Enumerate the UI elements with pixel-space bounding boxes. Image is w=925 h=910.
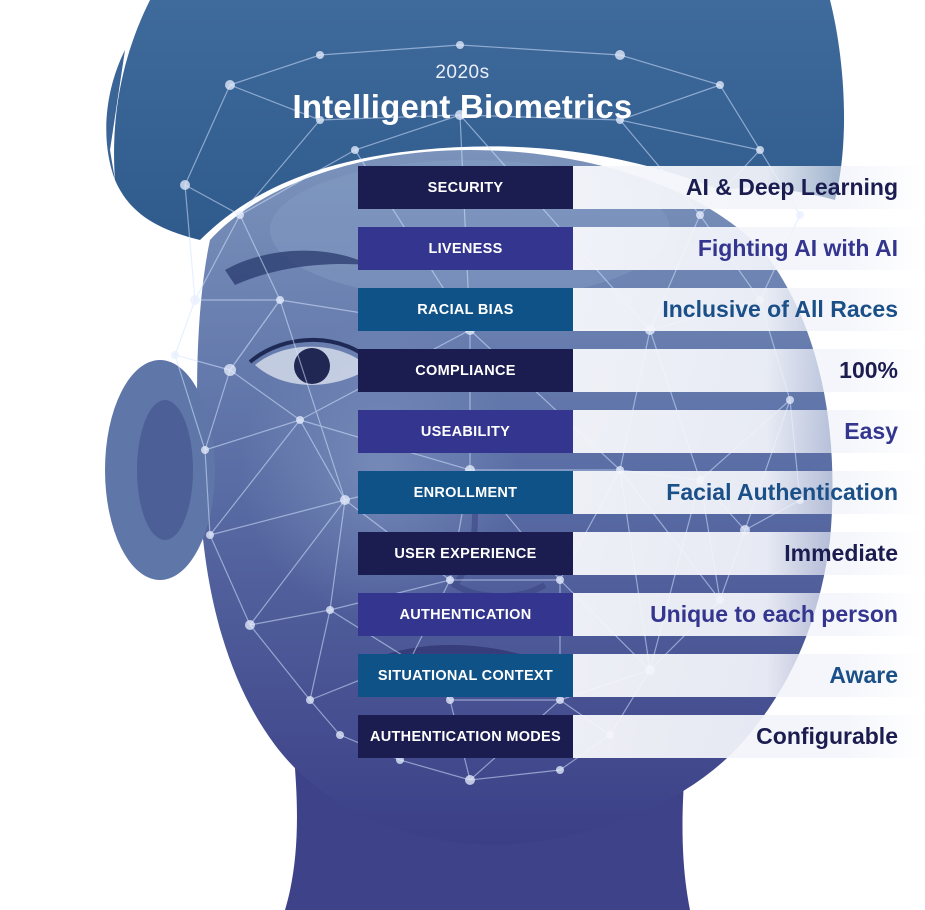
attribute-value: Inclusive of All Races (662, 296, 898, 322)
hair-shape (114, 0, 845, 240)
attribute-row: USEABILITY Easy (358, 410, 925, 453)
value-background (573, 227, 925, 270)
attribute-row: USER EXPERIENCE Immediate (358, 532, 925, 575)
attribute-value: Fighting AI with AI (697, 235, 898, 261)
attribute-value: 100% (839, 357, 898, 383)
attribute-value: Aware (829, 662, 898, 688)
value-background (573, 410, 925, 453)
attribute-row: AUTHENTICATION MODES Configurable (358, 715, 925, 758)
value-background (573, 715, 925, 758)
attribute-value-box: Configurable (573, 715, 925, 758)
attribute-label: USEABILITY (358, 410, 573, 453)
attribute-label: USER EXPERIENCE (358, 532, 573, 575)
page-title: Intelligent Biometrics (292, 88, 633, 125)
attribute-value: Configurable (756, 723, 898, 749)
left-iris (294, 348, 330, 384)
attribute-value-box: Immediate (573, 532, 925, 575)
value-background (573, 288, 925, 331)
attribute-label: AUTHENTICATION MODES (358, 715, 573, 758)
value-background (573, 593, 925, 636)
value-background (573, 349, 925, 392)
hair-edge (106, 50, 125, 180)
value-background (573, 471, 925, 514)
attribute-label: SECURITY (358, 166, 573, 209)
attribute-label: COMPLIANCE (358, 349, 573, 392)
attribute-value-box: Unique to each person (573, 593, 925, 636)
attribute-value-box: Easy (573, 410, 925, 453)
left-ear-inner (137, 400, 193, 540)
attribute-row: SITUATIONAL CONTEXT Aware (358, 654, 925, 697)
attribute-label: ENROLLMENT (358, 471, 573, 514)
attribute-value-box: 100% (573, 349, 925, 392)
attribute-label: AUTHENTICATION (358, 593, 573, 636)
value-background (573, 166, 925, 209)
value-background (573, 654, 925, 697)
attribute-value: Unique to each person (650, 601, 898, 627)
attribute-row: ENROLLMENT Facial Authentication (358, 471, 925, 514)
attribute-row: SECURITY AI & Deep Learning (358, 166, 925, 209)
value-background (573, 532, 925, 575)
attribute-value: Easy (844, 418, 898, 444)
attribute-value: Immediate (784, 540, 898, 566)
attribute-label: SITUATIONAL CONTEXT (358, 654, 573, 697)
attribute-value-box: Inclusive of All Races (573, 288, 925, 331)
attribute-label: LIVENESS (358, 227, 573, 270)
attribute-value: AI & Deep Learning (685, 174, 898, 200)
attribute-value-box: Aware (573, 654, 925, 697)
attribute-row: AUTHENTICATION Unique to each person (358, 593, 925, 636)
attribute-value-box: Facial Authentication (573, 471, 925, 514)
attribute-label: RACIAL BIAS (358, 288, 573, 331)
attribute-value-box: AI & Deep Learning (573, 166, 925, 209)
era-label: 2020s (435, 62, 490, 83)
attribute-row: COMPLIANCE 100% (358, 349, 925, 392)
attribute-value-box: Fighting AI with AI (573, 227, 925, 270)
attribute-value: Facial Authentication (666, 479, 898, 505)
attribute-row: LIVENESS Fighting AI with AI (358, 227, 925, 270)
attribute-row: RACIAL BIAS Inclusive of All Races (358, 288, 925, 331)
